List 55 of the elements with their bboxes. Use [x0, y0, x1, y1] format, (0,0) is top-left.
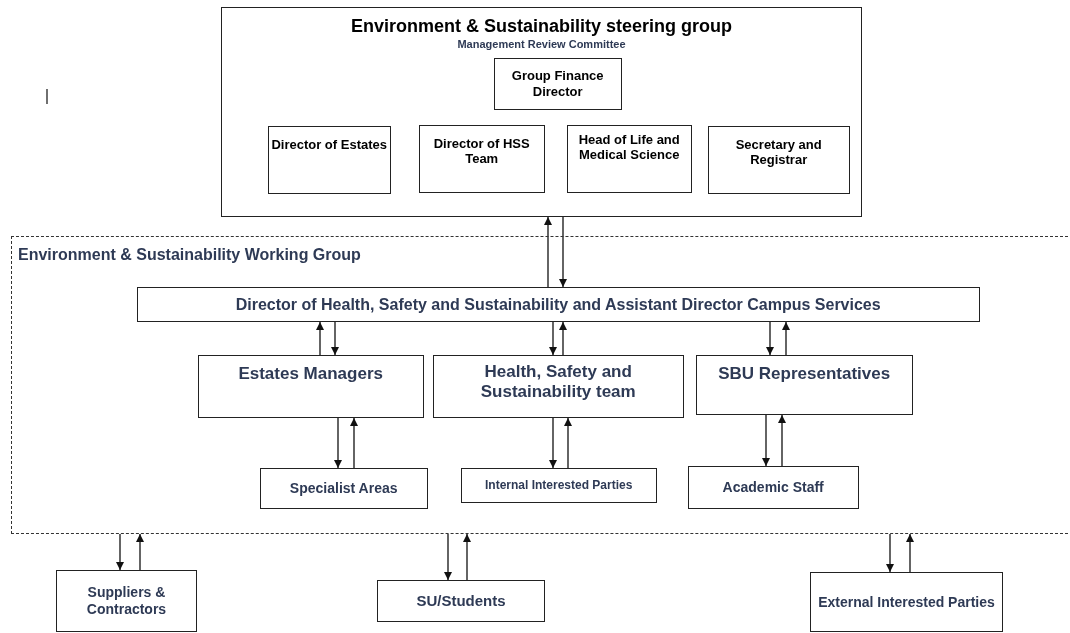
role-box [460, 467, 657, 503]
arrow [906, 533, 914, 573]
role-box [56, 570, 197, 632]
arrow [549, 417, 557, 469]
role-box [707, 125, 850, 194]
role-box [267, 125, 391, 194]
arrow [564, 417, 572, 469]
role-box [432, 354, 684, 418]
role-label: Academic Staff [722, 478, 824, 496]
role-label: Health, Safety and Sustainability team [479, 361, 637, 403]
role-label: Director of Health, Safety and Sustainability and Assistant Director Campus Services [235, 294, 881, 314]
role-label: Specialist Areas [289, 479, 398, 497]
arrow [316, 321, 324, 356]
committee-box [221, 7, 862, 217]
arrow [331, 321, 339, 356]
role-box [197, 354, 424, 418]
arrow [559, 321, 567, 356]
role-box [418, 124, 545, 193]
role-box [566, 124, 692, 193]
role-label: Group Finance Director [510, 68, 605, 100]
role-box [259, 467, 428, 509]
group-subheading: Management Review Committee [457, 37, 626, 51]
arrow [766, 321, 774, 356]
role-label: Secretary and Registrar [734, 136, 823, 168]
role-label: Head of Life and Medical Science [577, 131, 681, 163]
role-label: External Interested Parties [818, 593, 995, 611]
arrow [350, 417, 358, 469]
arrow [549, 321, 557, 356]
group-heading: Environment & Sustainability Working Group [18, 245, 361, 265]
role-box [810, 572, 1003, 632]
role-box [493, 57, 622, 110]
working-group-panel [11, 236, 1068, 534]
arrow [762, 414, 770, 467]
group-heading: Environment & Sustainability steering group [350, 16, 733, 38]
arrow [136, 533, 144, 571]
arrow [444, 533, 452, 581]
arrow [334, 417, 342, 469]
role-label: Suppliers & Contractors [85, 584, 168, 618]
role-label: SBU Representatives [718, 363, 891, 385]
arrow [116, 533, 124, 571]
arrow [782, 321, 790, 356]
role-label: Director of HSS Team [432, 135, 531, 167]
role-label: Director of Estates [271, 136, 387, 153]
arrow [463, 533, 471, 581]
role-label: Estates Managers [238, 363, 383, 385]
role-box [695, 354, 913, 415]
role-label: SU/Students [416, 592, 506, 610]
arrow [778, 414, 786, 467]
role-label: Internal Interested Parties [485, 478, 633, 493]
role-box [136, 286, 980, 322]
role-box [687, 465, 859, 509]
arrow [559, 216, 567, 288]
role-box [377, 580, 545, 622]
arrow [544, 216, 552, 288]
arrow [886, 533, 894, 573]
